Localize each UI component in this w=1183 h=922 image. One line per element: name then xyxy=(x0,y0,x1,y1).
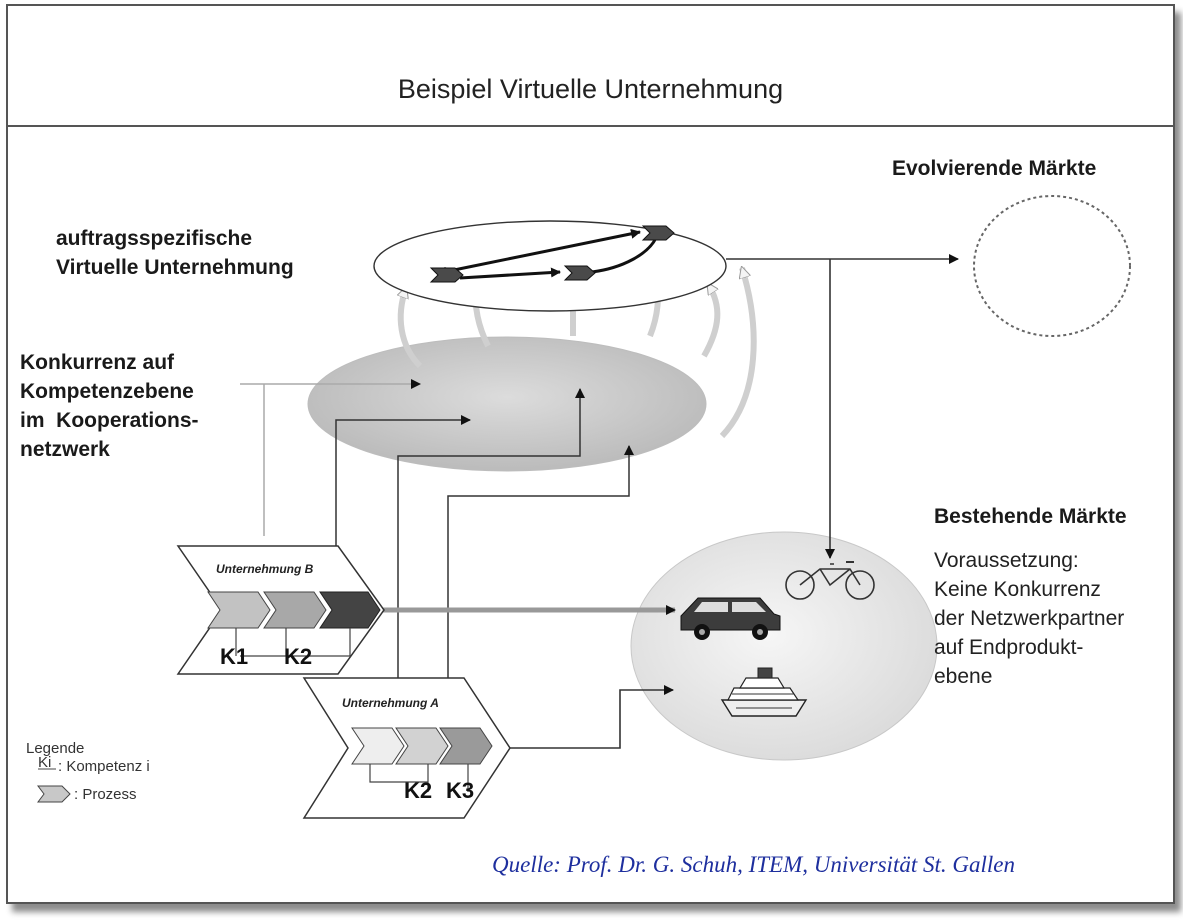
prerequisite-text: Voraussetzung: Keine Konkurrenz der Netz… xyxy=(934,546,1124,691)
competition-label-line4: netzwerk xyxy=(20,438,110,461)
company-a-name: Unternehmung A xyxy=(342,696,439,710)
existing-markets-label: Bestehende Märkte xyxy=(934,505,1127,528)
product-connectors xyxy=(380,605,676,749)
prerequisite-line3: der Netzwerkpartner xyxy=(934,607,1125,630)
virtual-company-label-line2: Virtuelle Unternehmung xyxy=(56,256,294,279)
prerequisite-line2: Keine Konkurrenz xyxy=(934,578,1101,601)
title-bar: Beispiel Virtuelle Unternehmung xyxy=(8,6,1173,127)
company-b-competence-2: K2 xyxy=(284,644,313,669)
diagram-frame: Beispiel Virtuelle Unternehmung xyxy=(6,4,1175,904)
source-citation: Quelle: Prof. Dr. G. Schuh, ITEM, Univer… xyxy=(492,852,1015,877)
virtual-company-label: auftragsspezifische Virtuelle Unternehmu… xyxy=(56,224,294,282)
evolving-markets-circle xyxy=(973,195,1131,337)
company-b-process xyxy=(176,545,385,675)
virtual-company-ellipse xyxy=(373,220,727,312)
virtual-company-label-line1: auftragsspezifische xyxy=(56,227,253,250)
legend-process-symbol xyxy=(37,785,71,803)
company-b-competence-1: K1 xyxy=(220,644,249,669)
company-b-name: Unternehmung B xyxy=(216,562,314,576)
company-a-competence-3: K3 xyxy=(446,778,475,803)
legend-competence-text: : Kompetenz i xyxy=(58,758,150,775)
car-icon xyxy=(680,597,781,640)
competition-label: Konkurrenz auf Kompetenzebene im Koopera… xyxy=(20,348,199,464)
legend-title: Legende xyxy=(26,740,85,757)
prerequisite-line1: Voraussetzung: xyxy=(934,549,1079,572)
competition-label-line2: Kompetenzebene xyxy=(20,380,194,403)
legend-process-text: : Prozess xyxy=(74,786,137,803)
competence-network-disc xyxy=(307,336,707,472)
prerequisite-line5: ebene xyxy=(934,665,993,688)
company-a-process xyxy=(302,677,511,819)
company-a-competence-2: K2 xyxy=(404,778,433,803)
page-title: Beispiel Virtuelle Unternehmung xyxy=(397,74,784,104)
evolving-markets-label: Evolvierende Märkte xyxy=(892,157,1097,180)
bicycle-icon xyxy=(785,561,875,600)
market-connectors xyxy=(726,254,959,559)
competition-label-line1: Konkurrenz auf xyxy=(20,351,175,374)
competition-connectors xyxy=(240,379,634,694)
prerequisite-line4: auf Endprodukt- xyxy=(934,636,1084,659)
diagram-canvas xyxy=(37,195,1131,819)
ship-icon xyxy=(720,667,808,717)
virtual-company-nodes xyxy=(429,225,675,283)
virtual-company-links xyxy=(444,228,658,280)
legend-competence-symbol: Ki xyxy=(38,754,52,771)
existing-markets-disc xyxy=(630,531,938,761)
competition-label-line3: im Kooperations- xyxy=(20,409,199,432)
